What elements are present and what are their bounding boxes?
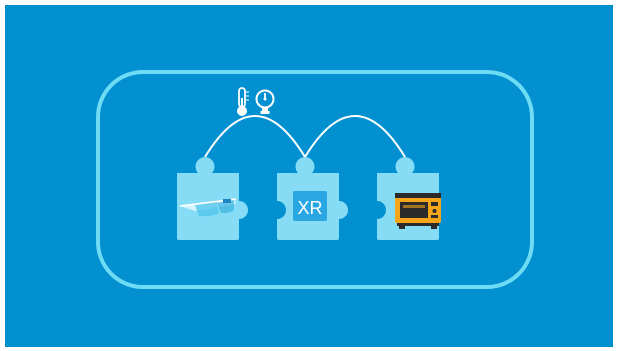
xr-label: XR: [297, 198, 322, 218]
smart-glasses-icon: [179, 198, 237, 217]
thermometer-icon: [237, 87, 249, 116]
puzzle-piece-xr: XR: [277, 157, 348, 240]
diagram-canvas: XR: [5, 5, 613, 347]
rounded-frame: [96, 70, 534, 289]
diagram-svg: XR: [96, 70, 534, 289]
industrial-machine-icon: [395, 193, 441, 229]
xr-badge: [293, 191, 327, 221]
connector-arc-right: [304, 115, 406, 158]
pressure-gauge-icon: [255, 89, 275, 114]
connector-arc-left: [204, 115, 306, 158]
puzzle-piece-glasses: [177, 157, 248, 240]
puzzle-piece-machine: [377, 157, 441, 240]
